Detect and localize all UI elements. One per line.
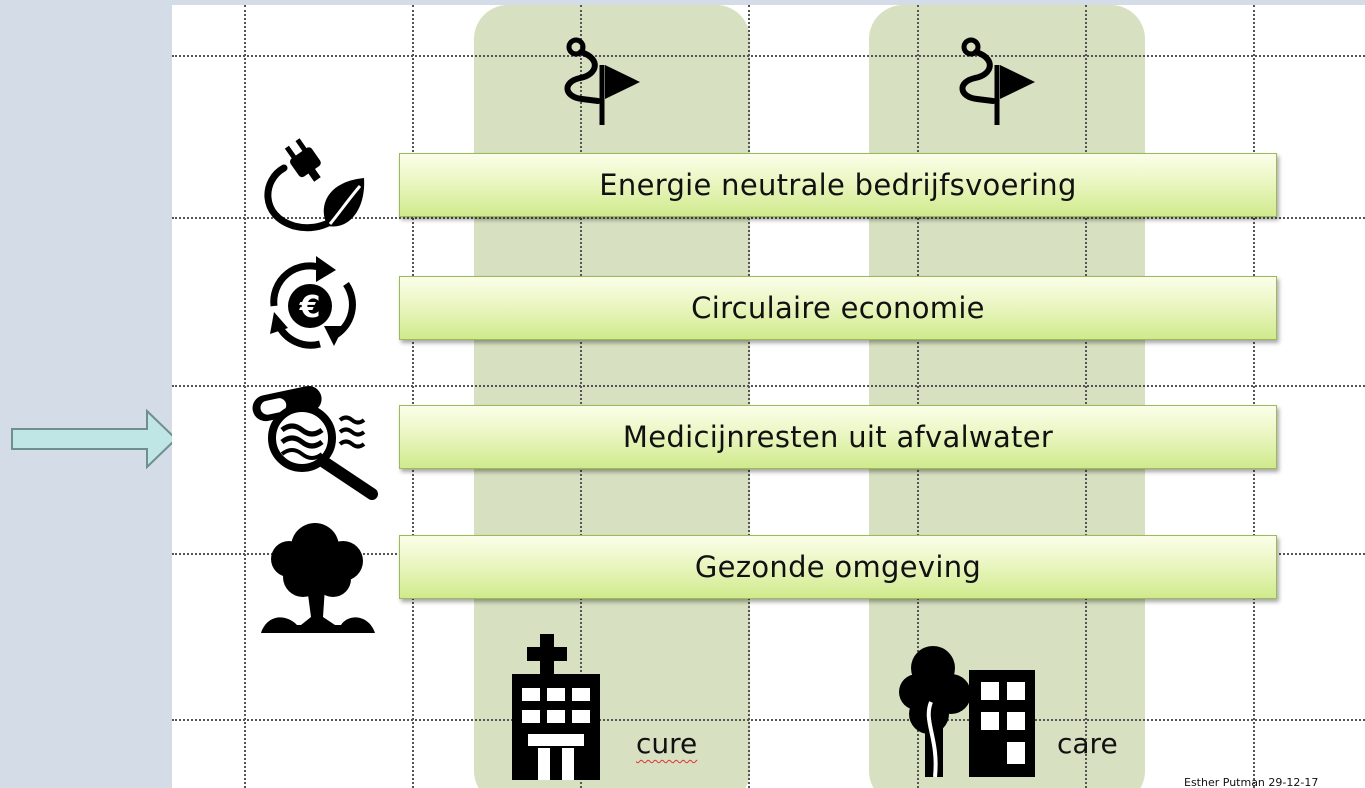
care-label: care [1057,727,1118,760]
guide-line [917,5,919,788]
bar-medicijnresten: Medicijnresten uit afvalwater [399,405,1277,469]
bar-label: Circulaire economie [691,291,985,325]
guide-line [1085,5,1087,788]
footer-credit: Esther Putman 29-12-17 [1184,776,1319,788]
route-flag-icon [959,37,1035,125]
guide-line [172,719,1365,721]
svg-text:€: € [299,290,321,325]
plug-leaf-icon [264,138,365,232]
route-flag-icon [564,37,640,125]
right-arrow-icon [11,408,178,470]
bar-label: Medicijnresten uit afvalwater [622,420,1054,454]
cure-column [474,5,750,788]
euro-recycle-icon: € [270,256,356,349]
tree-icon [261,523,375,633]
bar-energie: Energie neutrale bedrijfsvoering [399,153,1277,217]
guide-line [172,217,1365,219]
guide-line [244,5,246,788]
guide-line [172,55,1365,57]
bar-label: Energie neutrale bedrijfsvoering [599,168,1077,202]
guide-line [748,5,750,788]
bar-gezonde-omgeving: Gezonde omgeving [399,535,1277,599]
cure-label: cure [636,727,698,760]
slide: € Energie neutrale bedrijfsvoering Circu… [172,5,1365,788]
guide-line [412,5,414,788]
tree-building-icon [899,646,1035,777]
bar-label: Gezonde omgeving [694,550,982,584]
guide-line [580,5,582,788]
guide-line [172,385,1365,387]
guide-line [1253,5,1255,788]
bar-circulaire: Circulaire economie [399,276,1277,340]
hospital-icon [512,634,600,780]
pill-water-magnifier-icon [252,385,378,500]
